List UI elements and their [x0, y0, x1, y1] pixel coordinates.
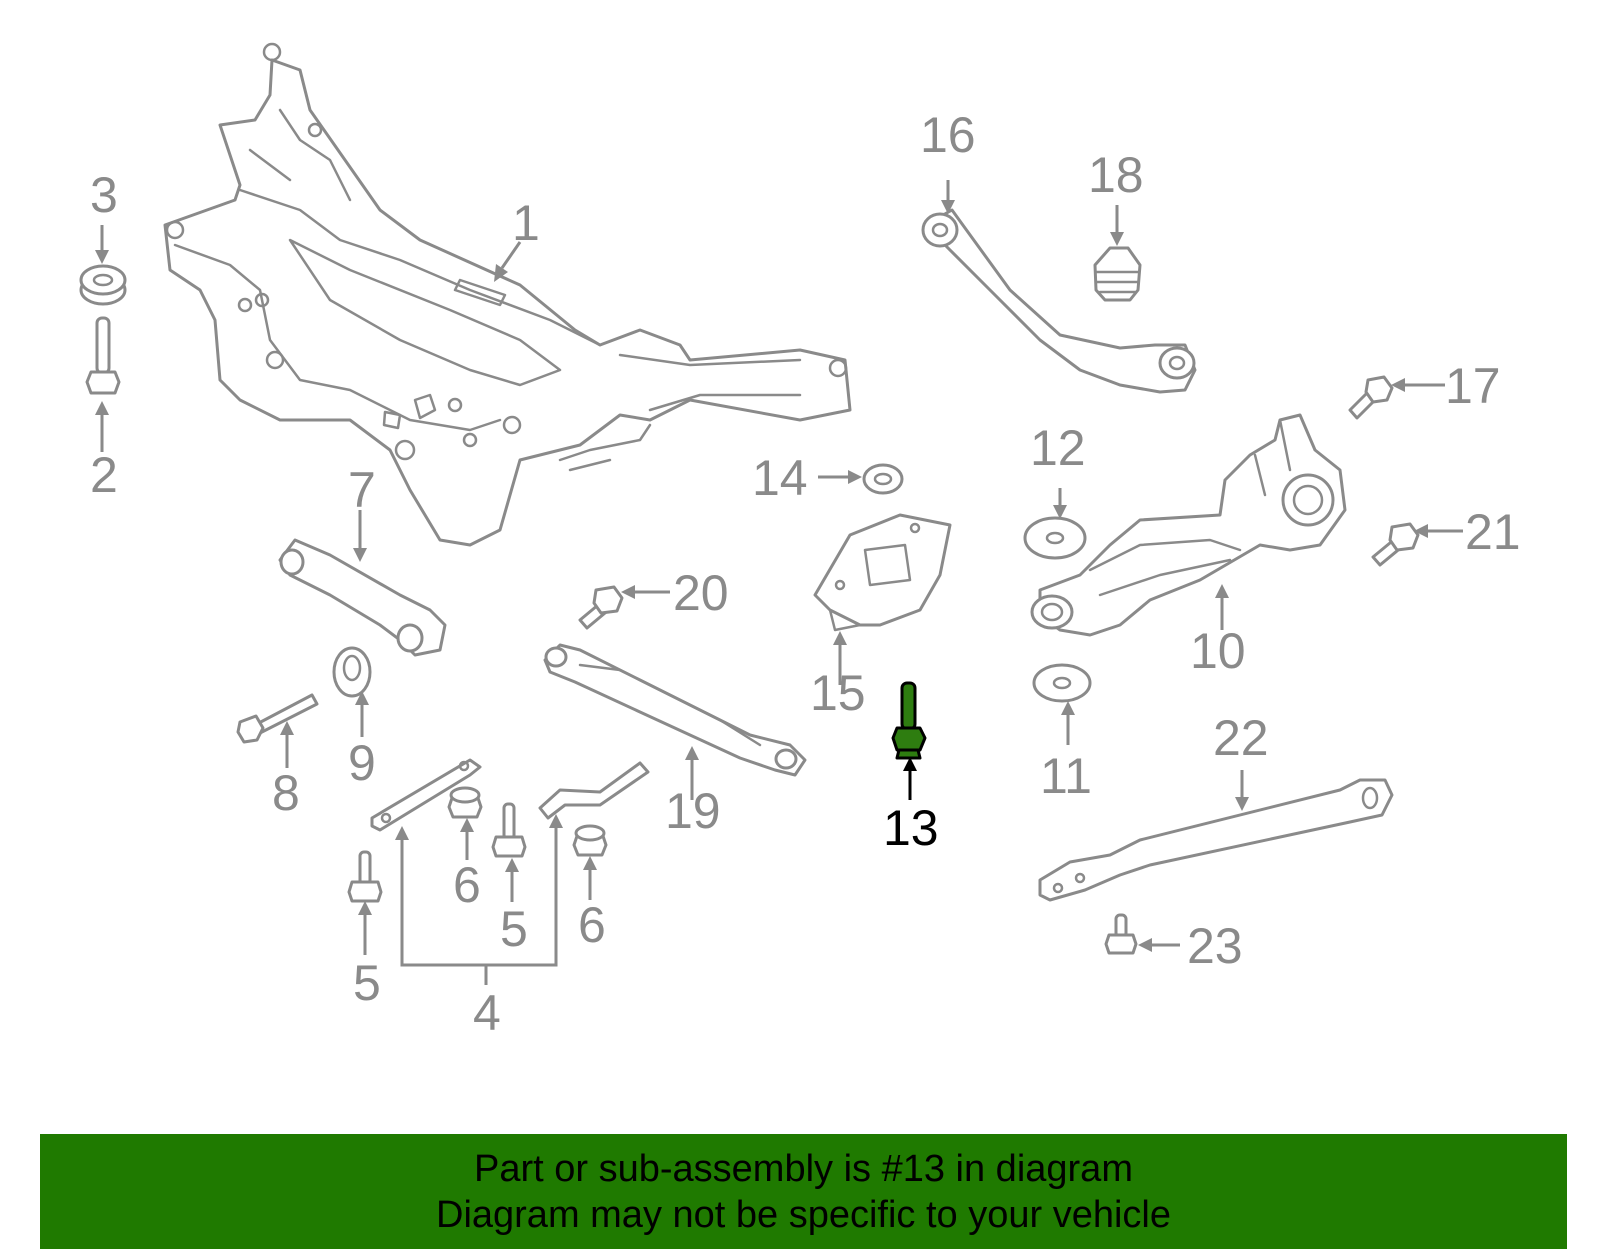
part-5-bolt-b[interactable] — [491, 802, 527, 858]
part-13-bolt-highlighted[interactable] — [891, 681, 927, 760]
callout-12: 12 — [1030, 420, 1086, 476]
callout-8: 8 — [272, 765, 300, 821]
part-18-bump-stop[interactable] — [1093, 246, 1142, 302]
callout-5a: 5 — [353, 955, 381, 1011]
part-6-nut-b[interactable] — [572, 824, 608, 857]
callout-20: 20 — [673, 565, 729, 621]
callout-6b: 6 — [578, 897, 606, 953]
callout-13-highlighted[interactable]: 13 — [883, 800, 939, 856]
banner-line-disclaimer: Diagram may not be specific to your vehi… — [436, 1194, 1171, 1236]
info-banner: Part or sub-assembly is #13 in diagram D… — [40, 1134, 1567, 1249]
part-2-bolt[interactable] — [85, 316, 121, 395]
callout-15: 15 — [810, 665, 866, 721]
callout-17: 17 — [1445, 358, 1501, 414]
part-6-nut-a[interactable] — [447, 786, 483, 819]
part-21-bolt[interactable] — [1371, 522, 1420, 567]
part-23-bolt[interactable] — [1104, 913, 1138, 955]
callout-16: 16 — [920, 107, 976, 163]
callout-18: 18 — [1088, 147, 1144, 203]
part-15-bracket[interactable] — [813, 513, 952, 632]
callout-5b: 5 — [500, 901, 528, 957]
callout-21: 21 — [1465, 504, 1521, 560]
part-3-washer[interactable] — [79, 264, 127, 306]
callout-11: 11 — [1040, 748, 1092, 804]
part-4-bracket-right[interactable] — [538, 761, 650, 820]
callout-19: 19 — [665, 783, 721, 839]
part-7-link[interactable] — [278, 538, 447, 657]
part-9-washer[interactable] — [332, 646, 372, 698]
leader-arrows — [95, 180, 1463, 985]
part-17-bolt[interactable] — [1348, 375, 1394, 420]
part-14-washer[interactable] — [862, 463, 904, 495]
part-1-crossmember[interactable] — [163, 42, 852, 547]
part-5-bolt-a[interactable] — [347, 850, 383, 903]
part-22-lateral-link[interactable] — [1038, 778, 1394, 902]
callout-9: 9 — [348, 735, 376, 791]
callout-4: 4 — [473, 985, 501, 1041]
part-12-washer[interactable] — [1023, 516, 1087, 560]
part-16-upper-arm[interactable] — [921, 208, 1197, 394]
part-11-washer[interactable] — [1032, 663, 1092, 703]
callout-10: 10 — [1190, 623, 1246, 679]
part-20-bolt[interactable] — [578, 585, 624, 630]
callout-3: 3 — [90, 167, 118, 223]
callout-1: 1 — [512, 195, 540, 251]
callout-labels: 1 2 3 4 5 5 6 6 7 8 9 10 11 12 13 14 15 … — [90, 107, 1521, 1041]
callout-14: 14 — [752, 450, 808, 506]
callout-23: 23 — [1187, 918, 1243, 974]
callout-22: 22 — [1213, 710, 1269, 766]
part-4-bracket-left[interactable] — [370, 758, 482, 832]
banner-line-part: Part or sub-assembly is #13 in diagram — [474, 1148, 1133, 1190]
callout-6a: 6 — [453, 857, 481, 913]
callout-7: 7 — [348, 462, 376, 518]
part-10-knuckle[interactable] — [1030, 413, 1347, 637]
part-8-bolt[interactable] — [236, 693, 319, 744]
part-19-lower-arm[interactable] — [543, 643, 807, 777]
callout-2: 2 — [90, 447, 118, 503]
